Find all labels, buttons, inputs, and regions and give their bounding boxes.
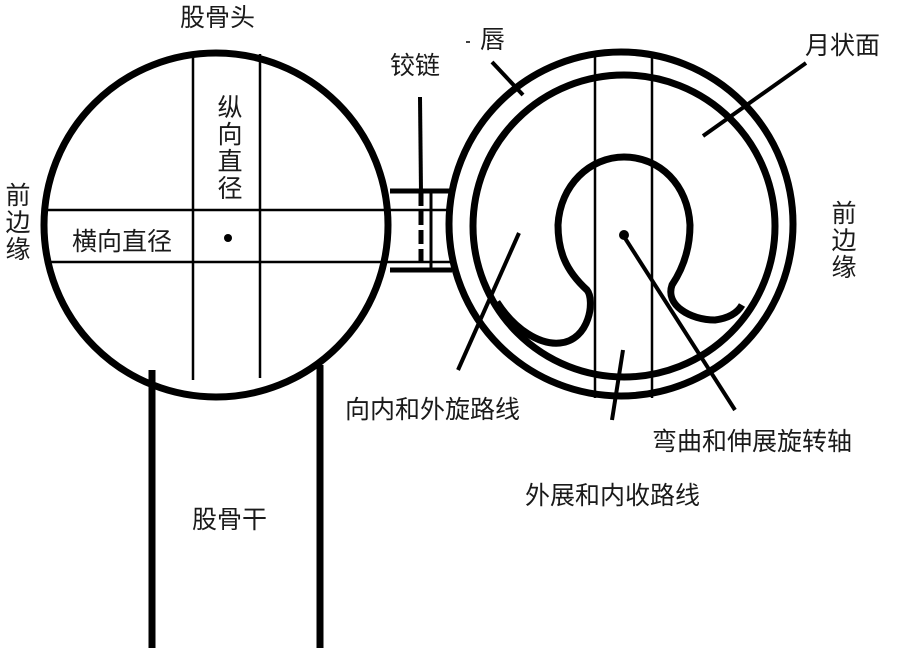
- label-flexion-extension-axis: 弯曲和伸展旋转轴: [652, 427, 853, 456]
- axis-pointer: [621, 233, 737, 412]
- labrum-pointer: [490, 60, 525, 97]
- hinge-pointer: [418, 96, 423, 193]
- fossa-curve: [494, 153, 746, 347]
- label-labrum: 唇: [480, 25, 506, 54]
- label-transverse-diameter: 横向直径: [72, 227, 173, 256]
- label-anterior-edge-left: 前边缘: [2, 182, 31, 263]
- femoral-head-circle: [40, 49, 392, 401]
- label-femoral-shaft: 股骨干: [192, 505, 268, 534]
- label-lunate-surface: 月状面: [805, 31, 881, 60]
- label-abduction-adduction-path: 外展和内收路线: [525, 481, 701, 510]
- label-rotation-path: 向内和外旋路线: [345, 395, 521, 424]
- lunate-pointer: [701, 61, 808, 138]
- rotation-axis-dot: [619, 230, 629, 240]
- label-hinge: 铰链: [390, 51, 441, 80]
- label-femoral-head: 股骨头: [180, 3, 256, 32]
- label-longitudinal-diameter: 纵向直径: [214, 94, 243, 202]
- femoral-head-center-dot: [224, 234, 232, 242]
- rotation-pointer: [456, 232, 521, 371]
- abduction-pointer: [610, 349, 625, 421]
- label-anterior-edge-right: 前边缘: [828, 200, 857, 281]
- lunate-inner-circle: [469, 71, 779, 381]
- labrum-outer-circle: [445, 48, 797, 400]
